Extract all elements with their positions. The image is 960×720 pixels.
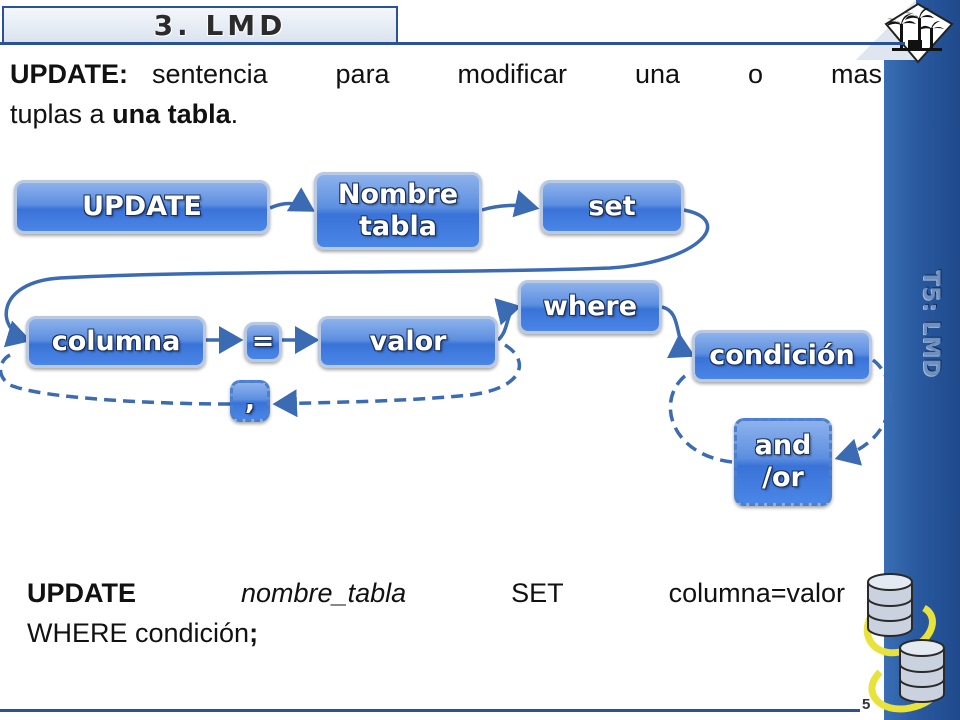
value-box: valor: [318, 316, 498, 368]
where-keyword-box: where: [518, 280, 662, 334]
set-keyword-box: set: [540, 180, 684, 234]
palm-tree-logo-icon: [884, 2, 954, 64]
syntax-where-clause: WHERE condición: [27, 618, 250, 648]
intro-word: o: [747, 59, 764, 89]
syntax-keyword: UPDATE: [27, 578, 137, 608]
column-box: columna: [26, 316, 206, 368]
intro-word: para: [335, 59, 390, 89]
header-divider: [0, 42, 905, 45]
syntax-assignment: columna=valor: [668, 578, 845, 608]
arrow-table-to-set: [481, 189, 540, 218]
and-or-box: and/or: [734, 418, 832, 506]
intro-word: mas: [830, 59, 882, 89]
intro-line2-bold: una tabla: [112, 99, 231, 129]
database-icon: [863, 573, 945, 713]
loop-comma-to-columna: [0, 353, 231, 406]
footer-divider: [0, 709, 860, 712]
loop-valor-to-comma: [272, 343, 522, 418]
syntax-set: SET: [511, 578, 564, 608]
update-keyword-box: UPDATE: [14, 180, 270, 234]
intro-line2-end: .: [230, 99, 239, 129]
arrow-set-to-columna: [3, 208, 710, 348]
comma-box: ,: [230, 380, 270, 422]
intro-paragraph: UPDATE: sentencia para modificar una o mas tu…: [10, 54, 882, 134]
equals-box: =: [244, 322, 282, 362]
intro-word: una: [634, 59, 681, 89]
intro-keyword: UPDATE:: [10, 59, 128, 89]
arrow-valor-to-where: [494, 298, 522, 342]
intro-line1-words: sentencia para modificar una o mas: [152, 54, 882, 94]
header-tab: [2, 6, 398, 44]
intro-line2-text: tuplas a: [10, 99, 113, 129]
loop-condicion-to-andor: [834, 358, 892, 466]
loop-andor-to-condicion: [668, 373, 733, 464]
condition-box: condición: [692, 330, 872, 382]
arrow-where-to-condicion: [661, 305, 696, 359]
intro-word: sentencia: [152, 59, 268, 89]
syntax-semicolon: ;: [249, 618, 259, 648]
arrow-update-to-table: [269, 187, 316, 212]
syntax-table-name: nombre_tabla: [241, 578, 407, 608]
page-title: 3. LMD: [153, 9, 287, 42]
page-number: 5: [862, 696, 871, 713]
syntax-paragraph: UPDATE nombre_tabla SET columna=valor WH…: [27, 573, 845, 653]
intro-word: modificar: [457, 59, 568, 89]
